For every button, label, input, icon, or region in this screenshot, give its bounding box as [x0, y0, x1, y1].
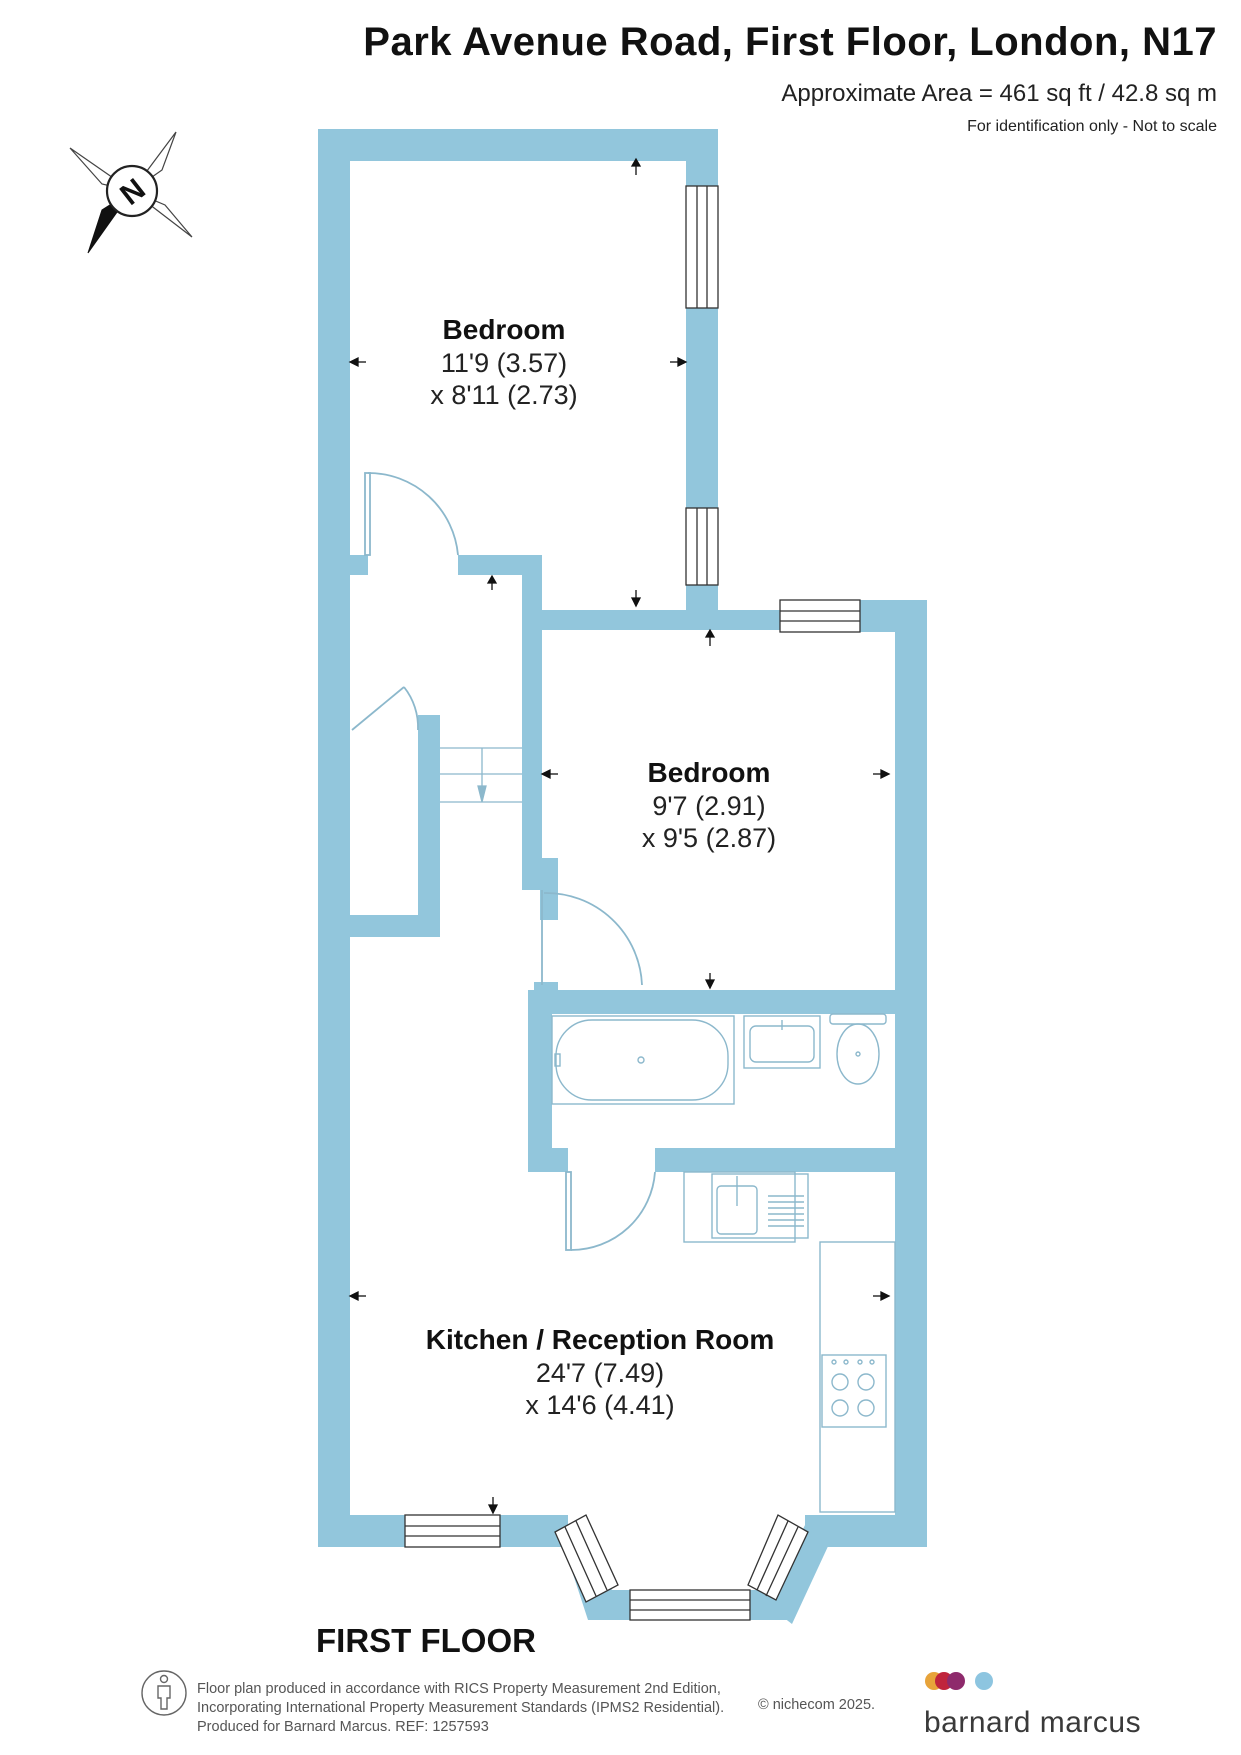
- room-dimension: 11'9 (3.57): [440, 347, 568, 378]
- footer-line: Incorporating International Property Mea…: [197, 1700, 725, 1717]
- washbasin-icon: [743, 1015, 821, 1069]
- door-cupboard: [351, 686, 419, 731]
- footer-line: Floor plan produced in accordance with R…: [197, 1681, 721, 1697]
- bathroom-fixtures: [551, 1013, 887, 1105]
- room-dimension: x 8'11 (2.73): [430, 379, 578, 410]
- plan-title: Park Avenue Road, First Floor, London, N…: [363, 20, 1217, 64]
- brand-logo-dots: [925, 1672, 993, 1690]
- floor-label: FIRST FLOOR: [316, 1622, 536, 1659]
- room-name: Bedroom: [647, 757, 771, 788]
- ipms-person-icon: [141, 1670, 187, 1716]
- compass-north-icon: N: [69, 131, 193, 254]
- bath-icon: [551, 1015, 735, 1105]
- scale-note: For identification only - Not to scale: [967, 118, 1217, 135]
- walls: [318, 129, 927, 1624]
- window-bedroom-1-lower: [685, 507, 719, 586]
- room-dimension: 24'7 (7.49): [535, 1357, 665, 1388]
- window-reception-left: [404, 1514, 501, 1548]
- window-bedroom-1-upper: [685, 185, 719, 309]
- copyright: © nichecom 2025.: [758, 1697, 876, 1713]
- measurement-arrows: [348, 157, 891, 1515]
- footer-line: Produced for Barnard Marcus. REF: 125759…: [197, 1719, 489, 1736]
- approximate-area: Approximate Area = 461 sq ft / 42.8 sq m: [781, 80, 1217, 107]
- window-bay-center: [629, 1589, 751, 1621]
- toilet-icon: [829, 1013, 887, 1085]
- door-bedroom-1: [364, 472, 459, 556]
- hob-icon: [821, 1354, 887, 1428]
- room-dimension: 9'7 (2.91): [652, 790, 766, 821]
- kitchen-fixtures: [683, 1171, 896, 1513]
- doors: [351, 472, 656, 1251]
- window-bay-left: [554, 1514, 619, 1603]
- window-bedroom-2: [779, 599, 861, 633]
- room-name: Bedroom: [442, 314, 566, 345]
- stairs: [440, 747, 522, 803]
- brand-logo: barnard marcus: [924, 1706, 1142, 1739]
- room-name: Kitchen / Reception Room: [425, 1324, 775, 1355]
- door-bedroom-2: [541, 890, 643, 986]
- room-dimension: x 14'6 (4.41): [525, 1389, 675, 1420]
- window-bay-right: [747, 1514, 809, 1601]
- windows: [404, 185, 861, 1621]
- room-dimension: x 9'5 (2.87): [641, 822, 777, 853]
- footer-disclaimer: Floor plan produced in accordance with R…: [197, 1680, 724, 1737]
- door-bathroom: [565, 1171, 656, 1251]
- room-bedroom-1: Bedroom 11'9 (3.57) x 8'11 (2.73): [430, 313, 577, 411]
- kitchen-sink-icon: [711, 1173, 809, 1239]
- room-kitchen-reception: Kitchen / Reception Room 24'7 (7.49) x 1…: [426, 1323, 774, 1421]
- room-bedroom-2: Bedroom 9'7 (2.91) x 9'5 (2.87): [642, 756, 776, 854]
